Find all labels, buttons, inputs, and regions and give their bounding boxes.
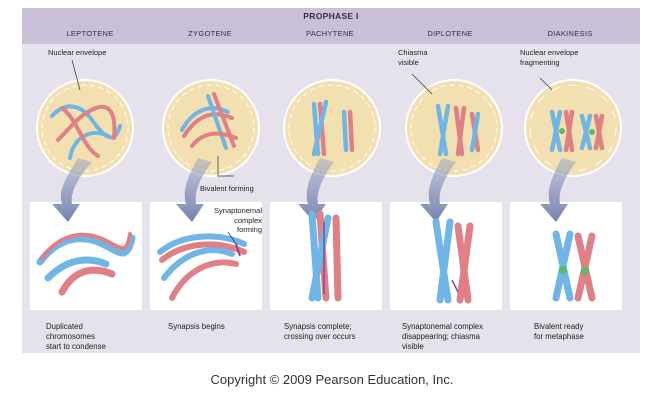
- chromosomes-diplotene: [435, 103, 481, 157]
- nucleus-zygotene: [162, 79, 260, 177]
- chromosomes-diakinesis: [549, 109, 605, 153]
- chromosomes-leptotene: [50, 104, 122, 160]
- zoom-chromosomes-leptotene: [36, 232, 136, 296]
- zoom-chromosomes-diakinesis: [552, 230, 596, 302]
- zoom-chromosomes-pachytene: [308, 210, 342, 302]
- zoom-chromosomes-diplotene: [432, 218, 474, 304]
- nucleus-leptotene: [36, 79, 134, 177]
- zoom-centromeres-diakinesis: [559, 266, 589, 275]
- zoom-chromosomes-zygotene: [157, 233, 247, 301]
- prophase-panel: PROPHASE I LEPTOTENE ZYGOTENE PACHYTENE …: [22, 8, 640, 353]
- stage-name-pachytene: PACHYTENE: [306, 29, 354, 38]
- label-nuclear-envelope: Nuclear envelope: [48, 48, 107, 57]
- label-bivalent-forming: Bivalent forming: [200, 184, 254, 193]
- synaptonemal-mark-zygotene: [235, 243, 241, 257]
- synaptonemal-mark-diplotene: [451, 279, 459, 293]
- prophase-header: [22, 8, 640, 44]
- nucleus-diakinesis: [524, 79, 622, 177]
- zoom-arrows: [52, 158, 576, 222]
- caption-pachytene: Synapsis complete;crossing over occurs: [284, 322, 356, 341]
- leader-lines: [71, 59, 553, 245]
- stage-name-diakinesis: DIAKINESIS: [547, 29, 593, 38]
- meiosis-illustration: [36, 59, 622, 304]
- centromeres-diakinesis: [559, 128, 595, 135]
- chromosomes-pachytene: [311, 99, 355, 157]
- nucleus-pachytene: [283, 79, 381, 177]
- prophase-title: PROPHASE I: [303, 11, 359, 21]
- caption-zygotene: Synapsis begins: [168, 322, 225, 331]
- stage-name-zygotene: ZYGOTENE: [188, 29, 232, 38]
- stage-name-diplotene: DIPLOTENE: [427, 29, 473, 38]
- chromosomes-zygotene: [180, 92, 238, 150]
- stage-name-leptotene: LEPTOTENE: [66, 29, 114, 38]
- copyright-notice: Copyright © 2009 Pearson Education, Inc.: [210, 372, 454, 387]
